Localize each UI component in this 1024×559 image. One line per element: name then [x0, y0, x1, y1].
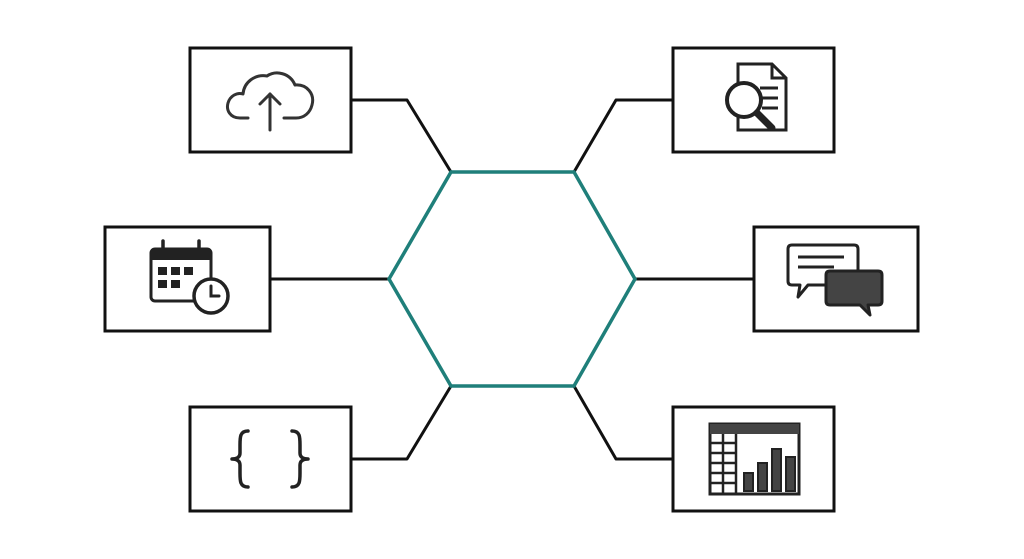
connector-bottom-left: [351, 385, 453, 461]
code-braces-icon: [230, 429, 310, 489]
calendar-clock-icon: [149, 239, 230, 315]
cloud-upload-icon: [226, 71, 315, 132]
connector-top-right: [572, 98, 673, 173]
node-box-bottom-left: [188, 405, 353, 513]
connector-bottom-right: [572, 385, 673, 461]
connector-top-left: [351, 98, 453, 173]
center-hexagon: [386, 170, 638, 388]
node-box-top-left: [188, 46, 353, 154]
chat-bubbles-icon: [786, 243, 884, 317]
connectors: [270, 98, 754, 461]
document-search-icon: [725, 62, 788, 132]
table-bar-chart-icon: [708, 422, 801, 496]
